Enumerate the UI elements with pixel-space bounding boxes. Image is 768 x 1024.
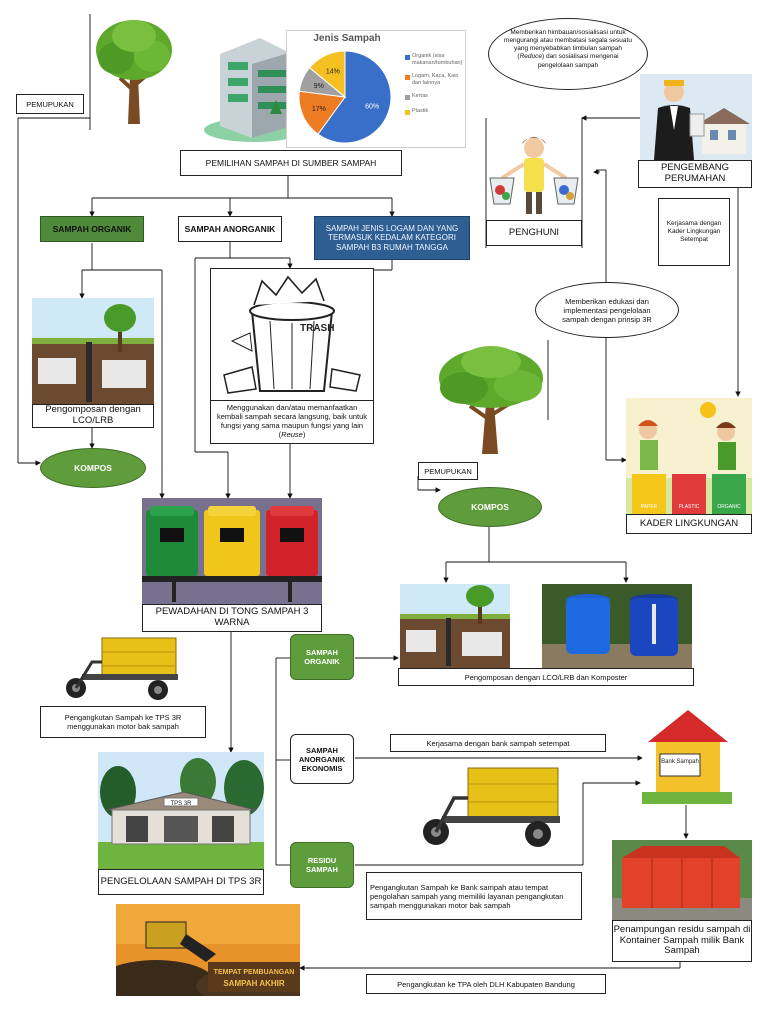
himbauan-ellipse: Memberikan himbauan/sosialisasi untuk me…: [488, 18, 648, 90]
pemupukan-label-left: PEMUPUKAN: [16, 94, 84, 114]
legend-item: Plastik: [405, 108, 465, 115]
pie-slice: [298, 90, 346, 135]
legend-item: Organik (sisa makanan/tumbuhan): [405, 53, 465, 67]
pengomposan-box-left: Pengomposan dengan LCO/LRB: [32, 404, 154, 428]
sampah-logam-b3-box: SAMPAH JENIS LOGAM DAN YANG TERMASUK KED…: [314, 216, 470, 260]
sampah-anorganik-ekonomis-label: SAMPAH ANORGANIK EKONOMIS: [290, 734, 354, 784]
kerjasama-kader-box: Kerjasama dengan Kader Lingkungan Setemp…: [658, 198, 730, 266]
three-color-bins-image: [142, 498, 322, 604]
pengomposan-box-right: Pengomposan dengan LCO/LRB dan Komposter: [398, 668, 694, 686]
penampungan-box: Penampungan residu sampah di Kontainer S…: [612, 920, 752, 962]
reuse-box: Menggunakan dan/atau memanfaatkan kembal…: [210, 400, 374, 444]
tps-3r-image: TPS 3R: [98, 752, 264, 870]
pie-slice-label: 9%: [314, 83, 324, 90]
pie-chart-title: Jenis Sampah: [313, 33, 381, 44]
motor-cart-image-right: [418, 762, 562, 852]
edukasi-ellipse: Memberikan edukasi dan implementasi peng…: [535, 282, 679, 338]
legend-item: Logam, Kaca, Kain dan lainnya: [405, 73, 465, 87]
composting-diagram-left: [32, 298, 154, 406]
legend-swatch: [405, 55, 410, 60]
pie-legend: Organik (sisa makanan/tumbuhan) Logam, K…: [405, 53, 465, 115]
pie-slice-label: 17%: [312, 106, 326, 113]
legend-swatch: [405, 109, 410, 115]
pie-slice-label: 14%: [326, 69, 340, 76]
kompos-oval-left: KOMPOS: [40, 448, 146, 488]
pemupukan-label-right: PEMUPUKAN: [418, 462, 478, 480]
bin-label-organic: ORGANIC: [717, 504, 741, 510]
komposter-image: [542, 584, 692, 668]
legend-item: Kertas: [405, 93, 465, 100]
composting-diagram-right: [400, 584, 510, 668]
tpa-sign-line1: TEMPAT PEMBUANGAN: [214, 969, 295, 976]
pie-slice: [308, 50, 346, 99]
pie-chart-panel: Jenis Sampah 60% 17% 9%14% Organik (sisa m…: [286, 30, 466, 148]
sampah-organik-label: SAMPAH ORGANIK: [290, 634, 354, 680]
pengembang-box: PENGEMBANG PERUMAHAN: [638, 160, 752, 188]
bin-label-paper: PAPER: [641, 504, 658, 510]
kompos-oval-right: KOMPOS: [438, 487, 542, 527]
pemilihan-sampah-box: PEMILIHAN SAMPAH DI SUMBER SAMPAH: [180, 150, 402, 176]
bin-label-plastic: PLASTIC: [679, 504, 700, 510]
pie-slice: [317, 50, 392, 144]
kader-lingkungan-image: PAPER PLASTIC ORGANIC: [626, 398, 752, 516]
trash-can-image: TRASH: [210, 268, 374, 400]
pengangkutan-tpa-box: Pengangkutan ke TPA oleh DLH Kabupaten B…: [366, 974, 606, 994]
legend-swatch: [405, 94, 410, 100]
motor-cart-image-left: [62, 632, 180, 704]
sampah-organik-box: SAMPAH ORGANIK: [40, 216, 144, 242]
trash-word: TRASH: [300, 323, 334, 334]
residu-sampah-label: RESIDU SAMPAH: [290, 842, 354, 888]
tpa-image: TEMPAT PEMBUANGAN SAMPAH AKHIR: [116, 904, 300, 996]
pie-slice-label: 60%: [365, 103, 379, 110]
tpa-sign-line2: SAMPAH AKHIR: [223, 979, 285, 988]
sampah-anorganik-box: SAMPAH ANORGANIK: [178, 216, 282, 242]
kerjasama-bank-box: Kerjasama dengan bank sampah setempat: [390, 734, 606, 752]
penghuni-box: PENGHUNI: [486, 220, 582, 246]
bank-sign: Bank Sampah: [661, 759, 699, 765]
kader-lingkungan-box: KADER LINGKUNGAN: [626, 514, 752, 534]
bank-sampah-image: Bank Sampah: [642, 702, 732, 804]
pengangkutan-tps-box: Pengangkutan Sampah ke TPS 3R menggunaka…: [40, 706, 206, 738]
pewadahan-box: PEWADAHAN DI TONG SAMPAH 3 WARNA: [142, 604, 322, 632]
penghuni-image: [488, 134, 580, 218]
pengembang-image: [640, 74, 752, 160]
building-icon: [200, 34, 308, 144]
tree-image-left: [94, 16, 174, 128]
tps-sign: TPS 3R: [170, 801, 192, 807]
pie-chart: 60% 17% 9%14%: [298, 50, 392, 144]
legend-swatch: [405, 74, 410, 80]
tps-3r-box: PENGELOLAAN SAMPAH DI TPS 3R: [98, 869, 264, 895]
container-image: [612, 840, 752, 920]
tree-image-right: [436, 344, 546, 456]
pengangkutan-bank-box: Pengangkutan Sampah ke Bank sampah atau …: [366, 872, 582, 920]
